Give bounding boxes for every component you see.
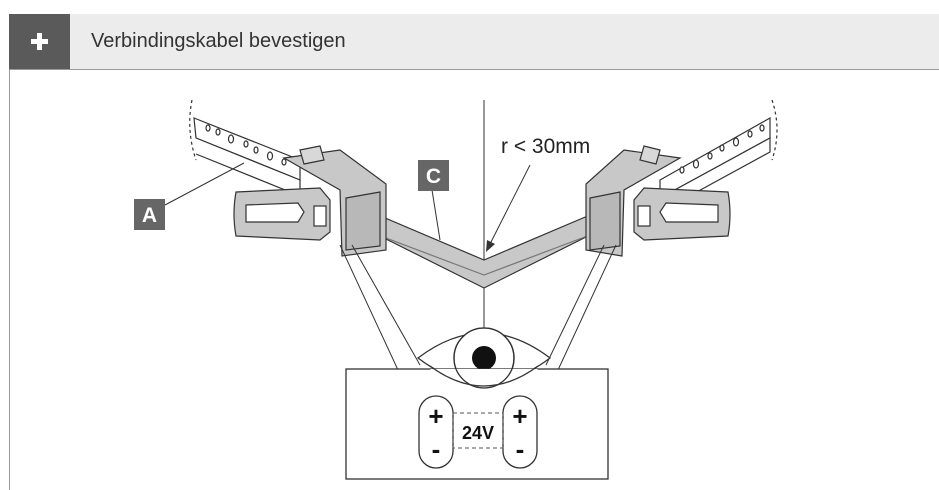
header-divider	[9, 69, 939, 70]
radius-arrowhead	[486, 240, 495, 252]
left-plus-sign: +	[428, 401, 443, 431]
radius-arrow	[489, 164, 531, 245]
step-header: Verbindingskabel bevestigen	[0, 0, 939, 69]
voltage-dashed-box	[452, 412, 504, 449]
callout-c-badge	[418, 160, 449, 191]
left-strip-profile	[189, 99, 301, 197]
right-minus-sign: -	[516, 434, 525, 464]
callout-a-badge	[134, 199, 165, 230]
left-connector-clip	[233, 145, 387, 257]
left-minus-sign: -	[432, 434, 441, 464]
left-border	[9, 70, 10, 490]
right-connector-clip	[585, 145, 731, 257]
right-polarity-pill	[502, 395, 538, 469]
callout-a-leader	[164, 162, 245, 206]
right-plus-sign: +	[512, 401, 527, 431]
voltage-label: 24V	[462, 423, 494, 443]
magnification-lines	[339, 244, 617, 371]
callout-a-label: A	[142, 204, 157, 227]
radius-annotation: r < 30mm	[501, 135, 590, 158]
title-bar: Verbindingskabel bevestigen	[70, 14, 939, 69]
step-title: Verbindingskabel bevestigen	[91, 30, 346, 52]
callout-c-label: C	[426, 165, 441, 188]
callout-c-leader	[431, 189, 441, 241]
plus-icon	[9, 14, 70, 69]
